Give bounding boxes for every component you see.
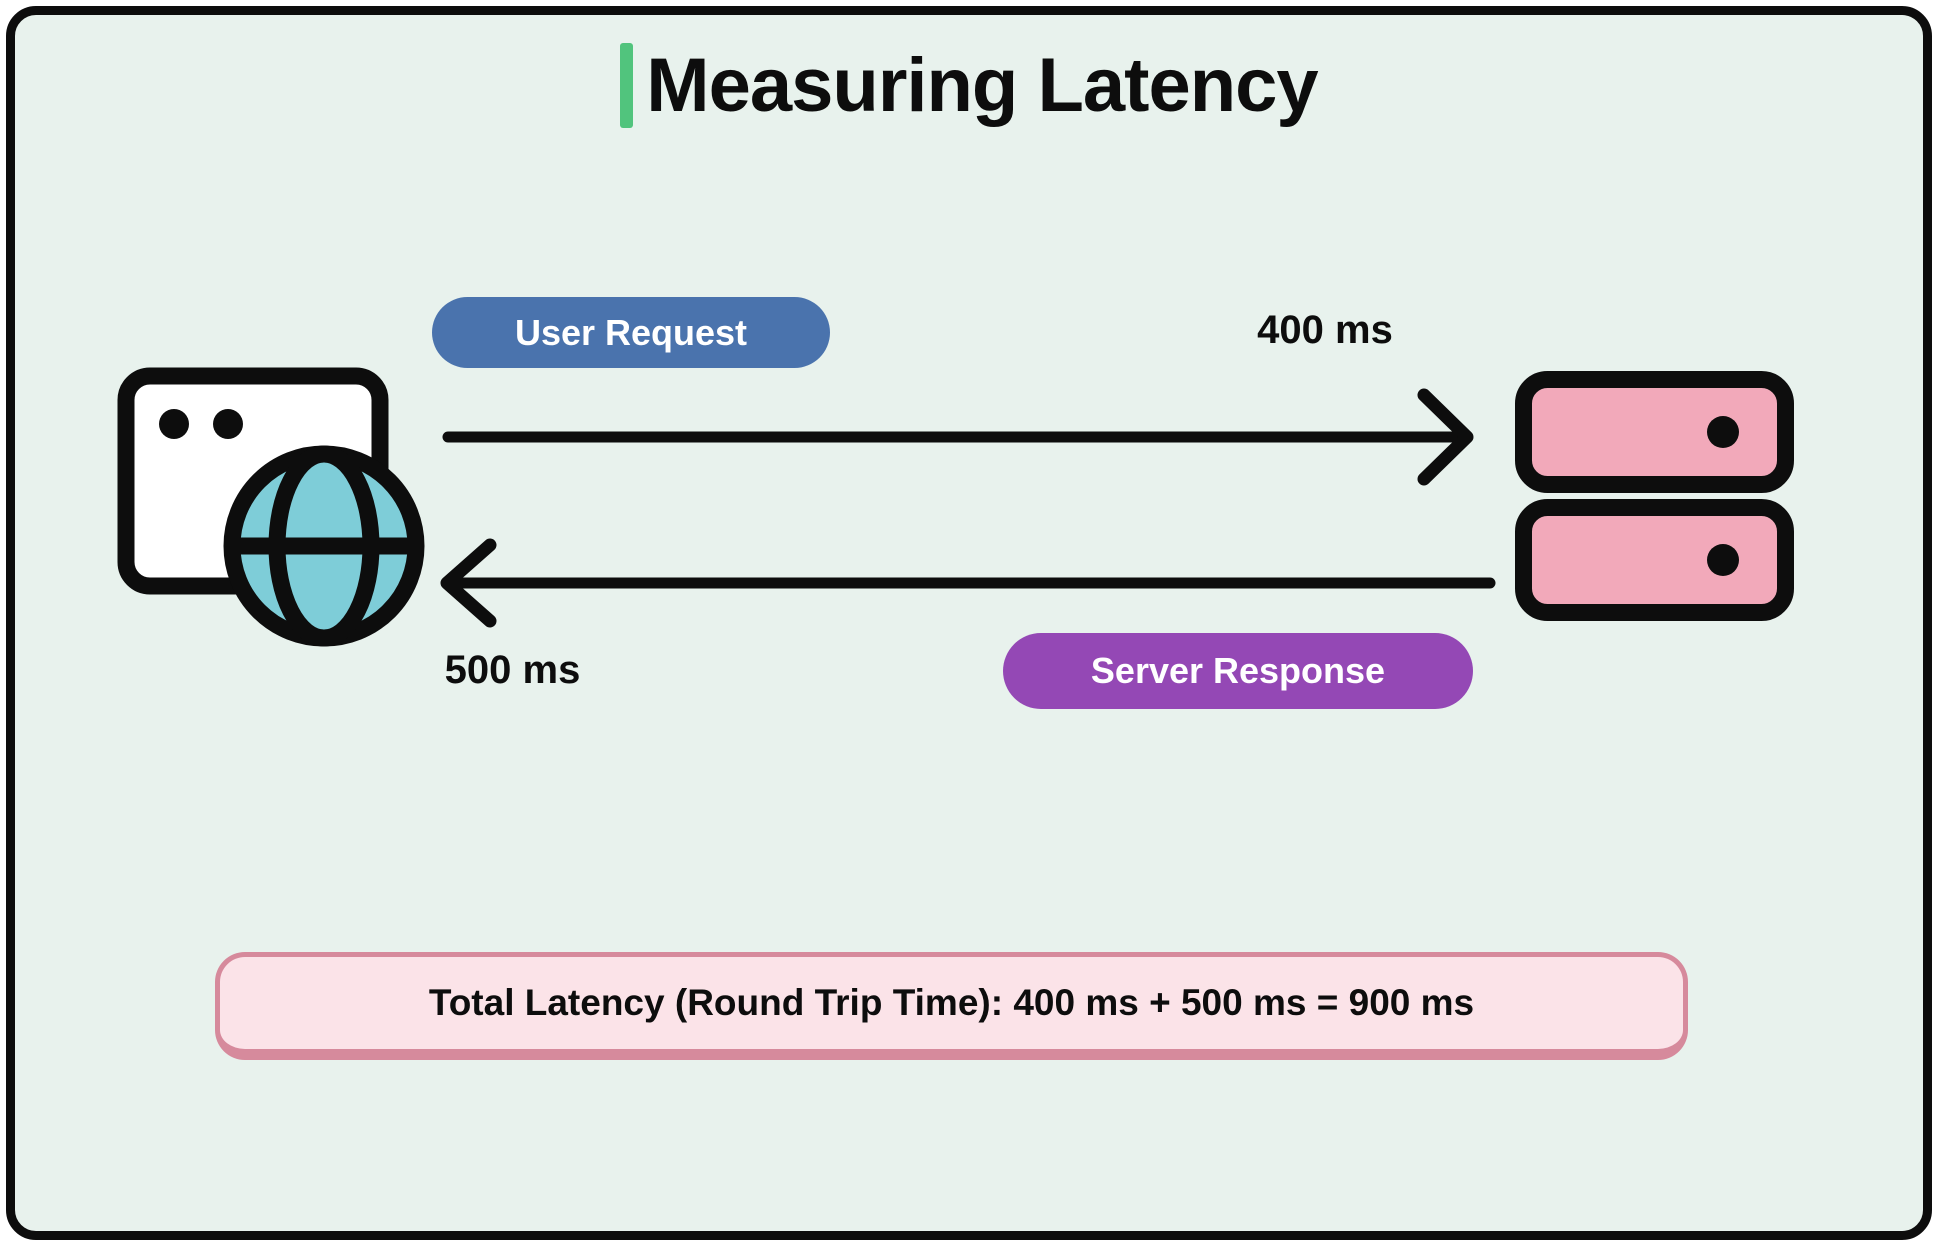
window-dot	[213, 409, 243, 439]
server-unit	[1515, 371, 1794, 493]
title-row: Measuring Latency	[0, 42, 1938, 129]
server-response-badge: Server Response	[1003, 633, 1473, 709]
server-unit	[1515, 499, 1794, 621]
window-dot	[159, 409, 189, 439]
request-latency-label: 400 ms	[1257, 308, 1393, 352]
title-accent-bar	[620, 43, 634, 128]
total-latency-text: Total Latency (Round Trip Time): 400 ms …	[428, 982, 1475, 1023]
arrow-right-icon	[442, 388, 1474, 486]
page-title: Measuring Latency	[646, 43, 1318, 128]
server-stack-icon	[1515, 371, 1794, 621]
server-led	[1707, 544, 1739, 576]
user-request-badge: User Request	[432, 297, 830, 368]
arrow-left-icon	[440, 538, 1496, 628]
server-led	[1707, 416, 1739, 448]
response-latency-label: 500 ms	[444, 648, 581, 692]
total-latency-box: Total Latency (Round Trip Time): 400 ms …	[215, 952, 1688, 1060]
globe-icon	[223, 445, 425, 647]
browser-globe-icon	[117, 367, 425, 647]
